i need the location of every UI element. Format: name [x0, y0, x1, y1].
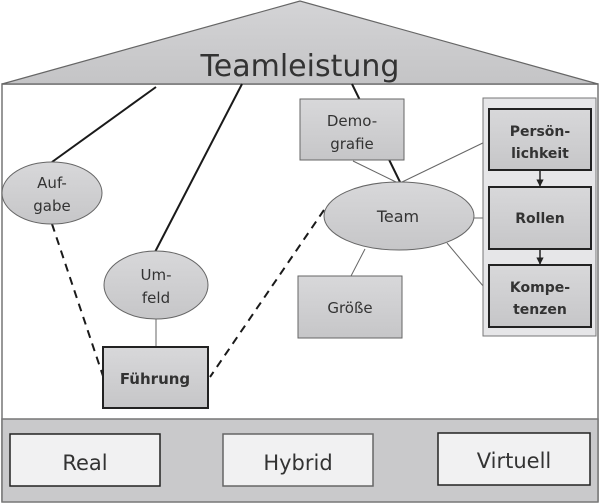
node-fuehrung-label: Führung	[120, 370, 190, 388]
node-persoenlichkeit-line2: lichkeit	[511, 146, 569, 162]
node-umfeld: Um- feld	[103, 250, 209, 320]
node-kompetenzen-line1: Kompe-	[510, 280, 570, 296]
node-demografie-line1: Demo-	[327, 112, 377, 130]
foundation-real-label: Real	[62, 451, 107, 475]
foundation-virtuell-label: Virtuell	[477, 449, 552, 473]
node-kompetenzen: Kompe- tenzen	[488, 264, 592, 328]
node-demografie: Demo- grafie	[299, 98, 405, 161]
node-aufgabe-line1: Auf-	[37, 174, 67, 192]
roof	[1, 0, 599, 85]
node-demografie-line2: grafie	[330, 135, 374, 153]
node-rollen: Rollen	[488, 186, 592, 250]
edge-team-fuehrung	[209, 209, 325, 378]
edge-demografie-team	[352, 160, 399, 184]
foundation-hybrid: Hybrid	[222, 433, 374, 487]
roof-title: Teamleistung	[200, 49, 400, 84]
node-kompetenzen-line2: tenzen	[513, 302, 567, 318]
node-team-label: Team	[376, 207, 419, 226]
edge-team-kompetenzen	[446, 242, 490, 294]
foundation-real: Real	[9, 433, 161, 487]
node-aufgabe: Auf- gabe	[1, 161, 103, 225]
node-umfeld-line2: feld	[142, 289, 170, 307]
node-persoenlichkeit: Persön- lichkeit	[488, 108, 592, 171]
edge-aufgabe-fuehrung	[51, 223, 104, 377]
node-fuehrung: Führung	[102, 346, 209, 409]
edge-title-umfeld	[154, 83, 243, 253]
edge-title-aufgabe	[51, 86, 157, 163]
foundation-virtuell: Virtuell	[437, 432, 591, 486]
node-rollen-label: Rollen	[515, 211, 564, 227]
node-team: Team	[323, 181, 475, 251]
node-persoenlichkeit-line1: Persön-	[510, 124, 571, 140]
node-aufgabe-line2: gabe	[33, 197, 70, 215]
edge-team-groesse	[350, 248, 366, 277]
foundation-hybrid-label: Hybrid	[263, 451, 332, 475]
node-umfeld-line1: Um-	[140, 266, 171, 284]
node-groesse: Größe	[297, 275, 403, 339]
edge-team-persoenlichkeit	[399, 139, 490, 184]
node-groesse-label: Größe	[327, 299, 372, 317]
